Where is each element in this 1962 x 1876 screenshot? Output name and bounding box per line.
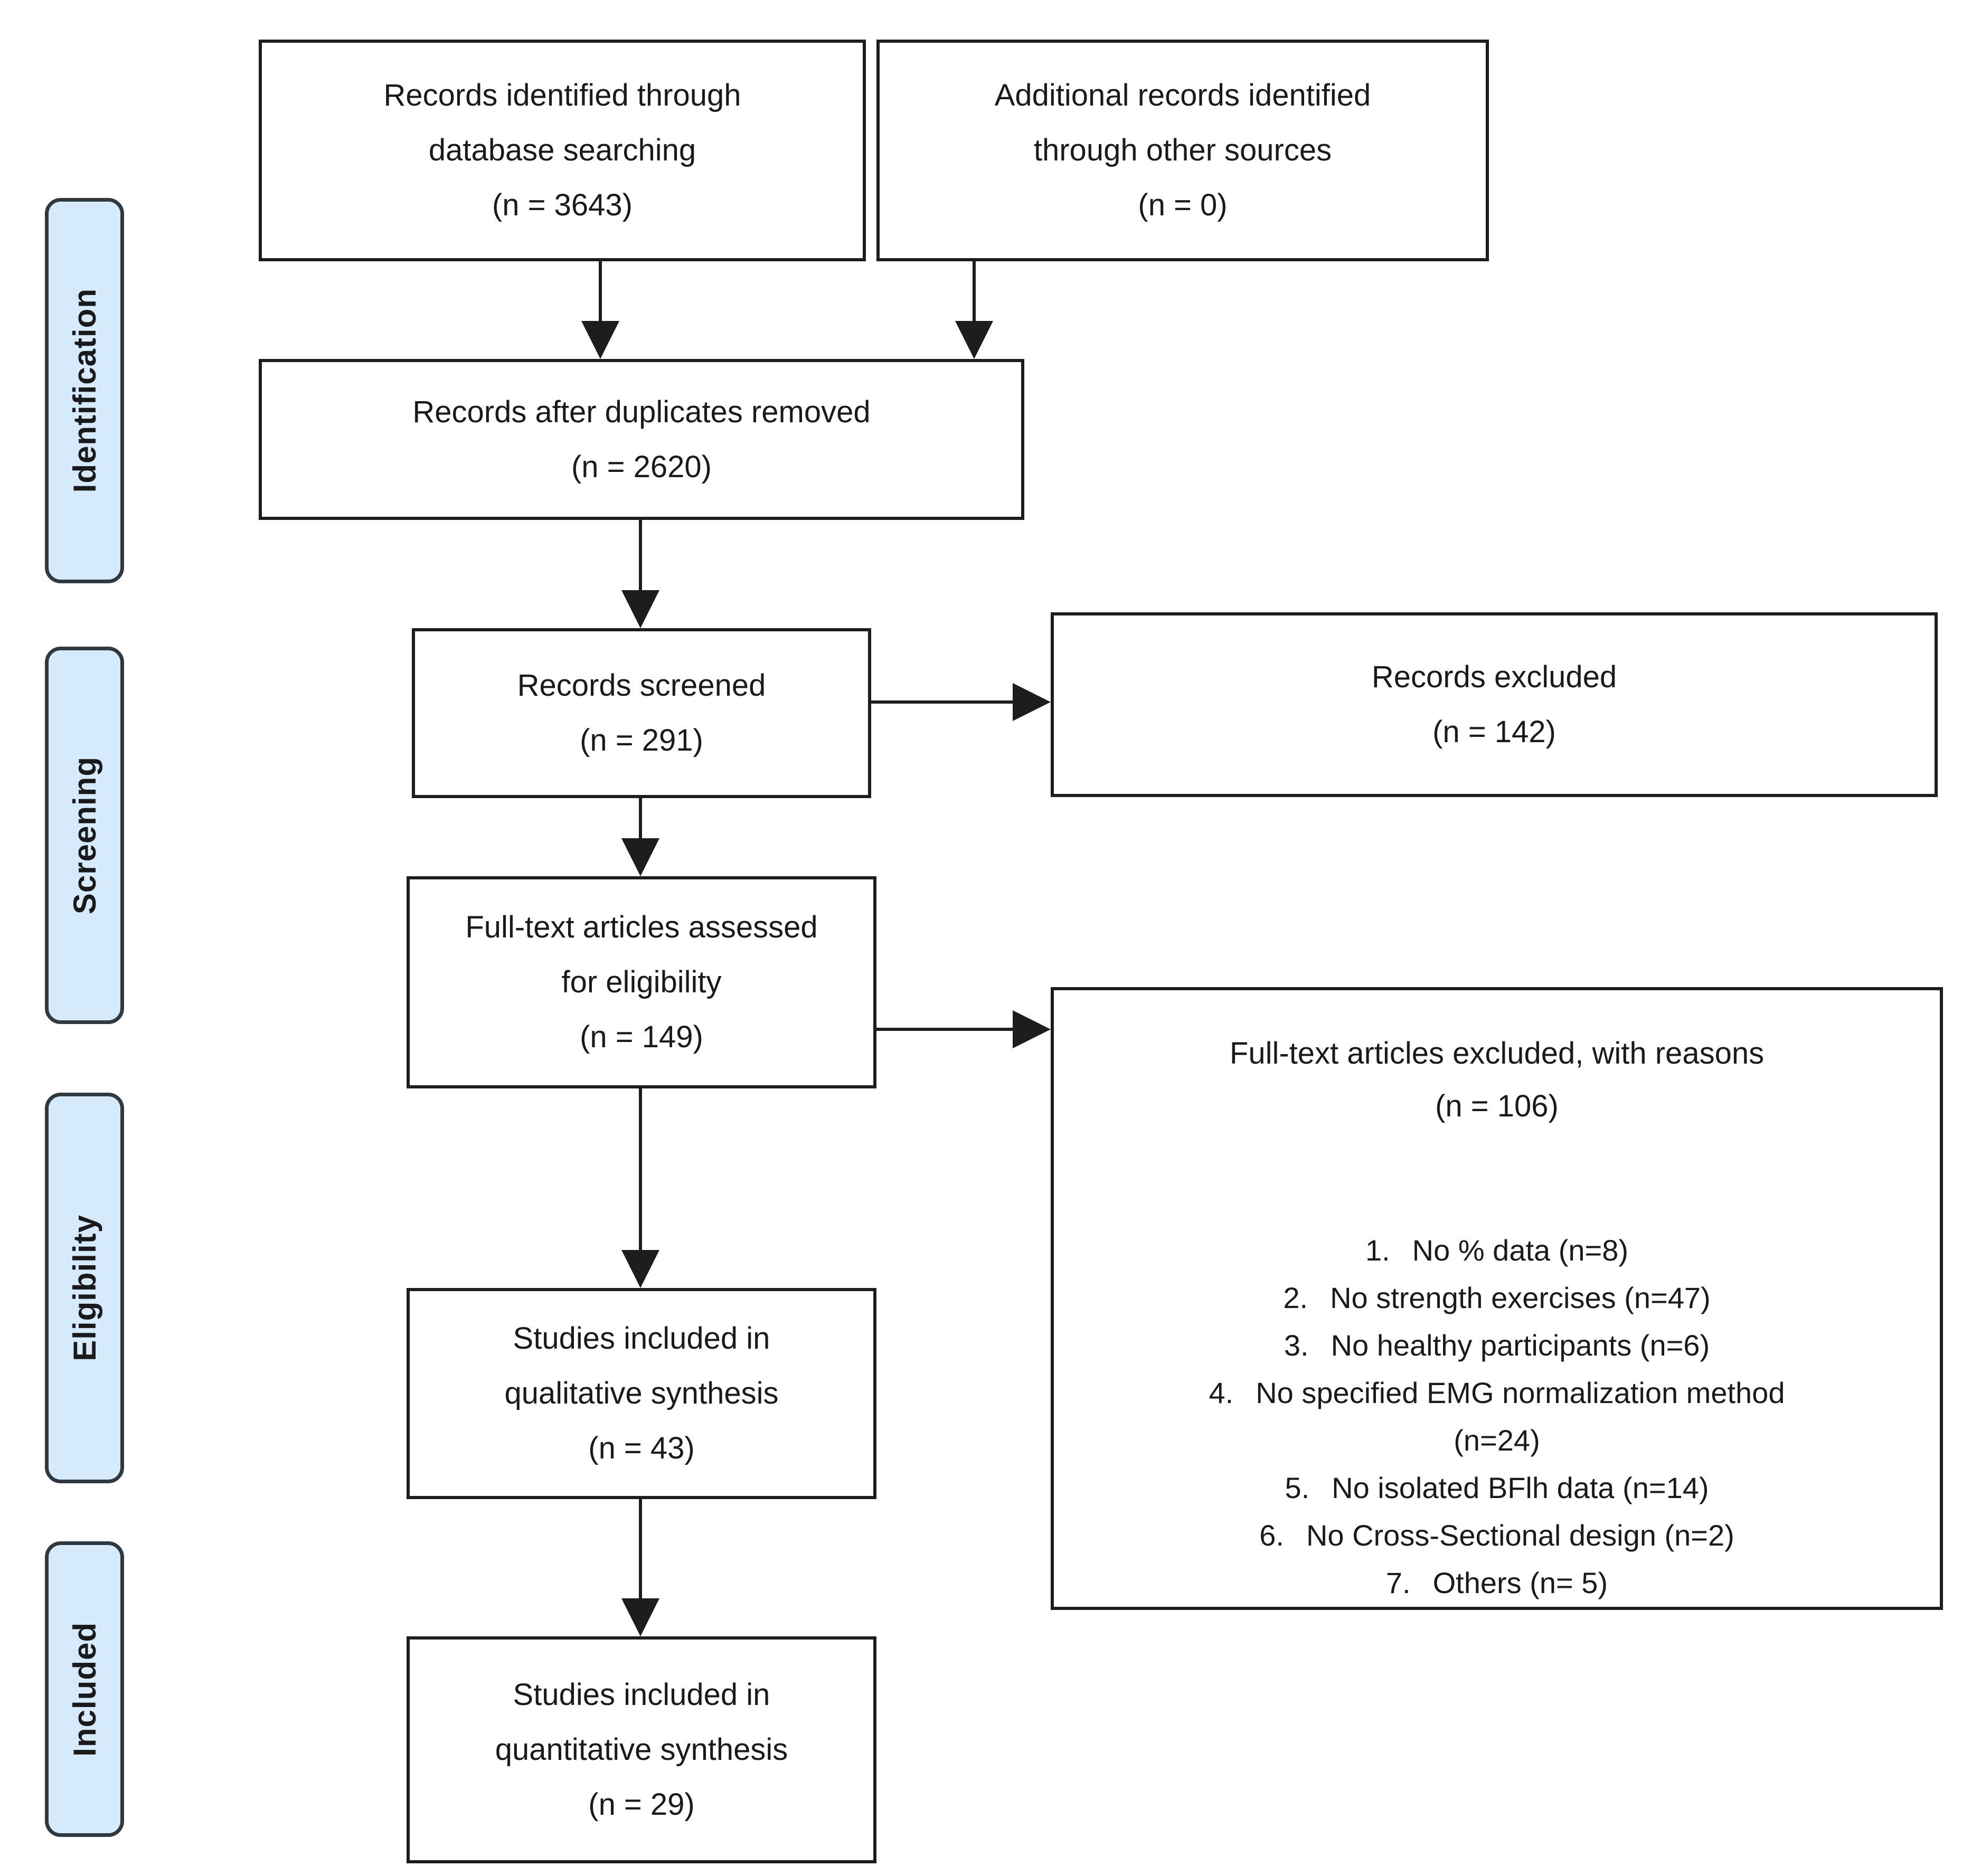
box-qualitative-synthesis: Studies included in qualitative synthesi… xyxy=(407,1288,876,1499)
arrow-fulltext-to-excluded-head xyxy=(1013,1010,1051,1048)
exclusion-reason: 1. No % data (n=8) xyxy=(1365,1227,1628,1274)
box-line: Full-text articles assessed xyxy=(465,910,818,944)
reason-number: 2. xyxy=(1283,1281,1308,1314)
box-line: qualitative synthesis xyxy=(504,1376,779,1410)
exclusion-reason: 7. Others (n= 5) xyxy=(1386,1559,1608,1607)
reason-text: No Cross-Sectional design (n=2) xyxy=(1306,1519,1734,1552)
box-fulltext-assessed: Full-text articles assessed for eligibil… xyxy=(407,876,876,1088)
arrow-duplicates-to-screened-head xyxy=(621,590,659,628)
exclusion-reason: 6. No Cross-Sectional design (n=2) xyxy=(1259,1512,1734,1559)
reason-text: (n=24) xyxy=(1454,1424,1540,1457)
box-count: (n = 142) xyxy=(1432,715,1556,749)
stage-label: Identification xyxy=(67,288,102,493)
box-line: for eligibility xyxy=(561,965,722,999)
box-records-excluded: Records excluded (n = 142) xyxy=(1051,612,1938,797)
stage-label: Screening xyxy=(67,756,102,915)
reason-number: 3. xyxy=(1284,1329,1309,1362)
stage-screening: Screening xyxy=(45,647,124,1024)
stage-identification: Identification xyxy=(45,198,124,583)
box-records-identified: Records identified through database sear… xyxy=(259,40,866,261)
exclusion-reason-continuation: (n=24) xyxy=(1454,1417,1540,1464)
box-line: Additional records identified xyxy=(994,78,1371,112)
box-line: quantitative synthesis xyxy=(495,1732,788,1767)
box-count: (n = 0) xyxy=(1138,188,1228,222)
stage-eligibility: Eligibility xyxy=(45,1093,124,1483)
box-fulltext-excluded: Full-text articles excluded, with reason… xyxy=(1051,987,1943,1610)
box-line: Records excluded xyxy=(1371,660,1617,694)
reason-number: 7. xyxy=(1385,1566,1411,1599)
stage-label: Included xyxy=(67,1622,102,1757)
exclusion-reason: 4. No specified EMG normalization method xyxy=(1209,1369,1785,1417)
reason-text: No isolated BFlh data (n=14) xyxy=(1332,1471,1709,1504)
arrow-identified-to-duplicates-head xyxy=(581,321,619,359)
stage-included: Included xyxy=(45,1541,124,1837)
arrow-fulltext-to-excluded-line xyxy=(876,1028,1015,1031)
box-count: (n = 149) xyxy=(580,1020,703,1054)
box-line: Records identified through xyxy=(383,78,741,112)
box-line: Records after duplicates removed xyxy=(412,394,871,429)
exclusion-reason: 5. No isolated BFlh data (n=14) xyxy=(1285,1464,1709,1512)
box-line: through other sources xyxy=(1033,133,1332,167)
arrow-additional-to-duplicates-head xyxy=(955,321,993,359)
reason-number: 1. xyxy=(1365,1234,1390,1267)
reason-text: No strength exercises (n=47) xyxy=(1330,1281,1711,1314)
box-quantitative-synthesis: Studies included in quantitative synthes… xyxy=(407,1636,876,1863)
arrow-additional-to-duplicates-line xyxy=(973,261,976,323)
box-count: (n = 29) xyxy=(588,1787,695,1822)
box-line: Studies included in xyxy=(513,1678,770,1712)
arrow-qualitative-to-quantitative-line xyxy=(639,1499,642,1600)
arrow-fulltext-to-qualitative-head xyxy=(621,1250,659,1288)
stage-label: Eligibility xyxy=(67,1215,102,1361)
arrow-screened-to-fulltext-head xyxy=(621,838,659,876)
reason-number: 5. xyxy=(1285,1471,1310,1504)
box-count: (n = 291) xyxy=(580,723,703,757)
box-records-screened: Records screened (n = 291) xyxy=(412,628,871,798)
reason-number: 6. xyxy=(1259,1519,1284,1552)
box-line: Full-text articles excluded, with reason… xyxy=(1229,1036,1765,1070)
arrow-screened-to-fulltext-line xyxy=(639,798,642,840)
reason-number: 4. xyxy=(1209,1376,1234,1409)
reason-text: No % data (n=8) xyxy=(1412,1234,1629,1267)
arrow-screened-to-excluded-head xyxy=(1013,683,1051,721)
arrow-fulltext-to-qualitative-line xyxy=(639,1088,642,1252)
reason-text: No specified EMG normalization method xyxy=(1256,1376,1785,1409)
box-count: (n = 3643) xyxy=(492,188,633,222)
reason-text: No healthy participants (n=6) xyxy=(1331,1329,1710,1362)
box-duplicates-removed: Records after duplicates removed (n = 26… xyxy=(259,359,1024,520)
fulltext-excluded-title: Full-text articles excluded, with reason… xyxy=(1230,1027,1764,1133)
box-count: (n = 106) xyxy=(1435,1089,1559,1123)
arrow-identified-to-duplicates-line xyxy=(599,261,602,323)
arrow-duplicates-to-screened-line xyxy=(639,520,642,592)
arrow-qualitative-to-quantitative-head xyxy=(621,1598,659,1636)
reason-text: Others (n= 5) xyxy=(1432,1566,1608,1599)
box-line: Records screened xyxy=(517,668,766,703)
arrow-screened-to-excluded-line xyxy=(871,700,1015,704)
box-line: database searching xyxy=(428,133,696,167)
box-count: (n = 2620) xyxy=(571,449,712,484)
box-line: Studies included in xyxy=(513,1321,770,1356)
exclusion-reason: 3. No healthy participants (n=6) xyxy=(1284,1322,1710,1369)
exclusion-reason: 2. No strength exercises (n=47) xyxy=(1283,1274,1710,1322)
box-additional-records: Additional records identified through ot… xyxy=(876,40,1489,261)
box-count: (n = 43) xyxy=(588,1431,695,1465)
